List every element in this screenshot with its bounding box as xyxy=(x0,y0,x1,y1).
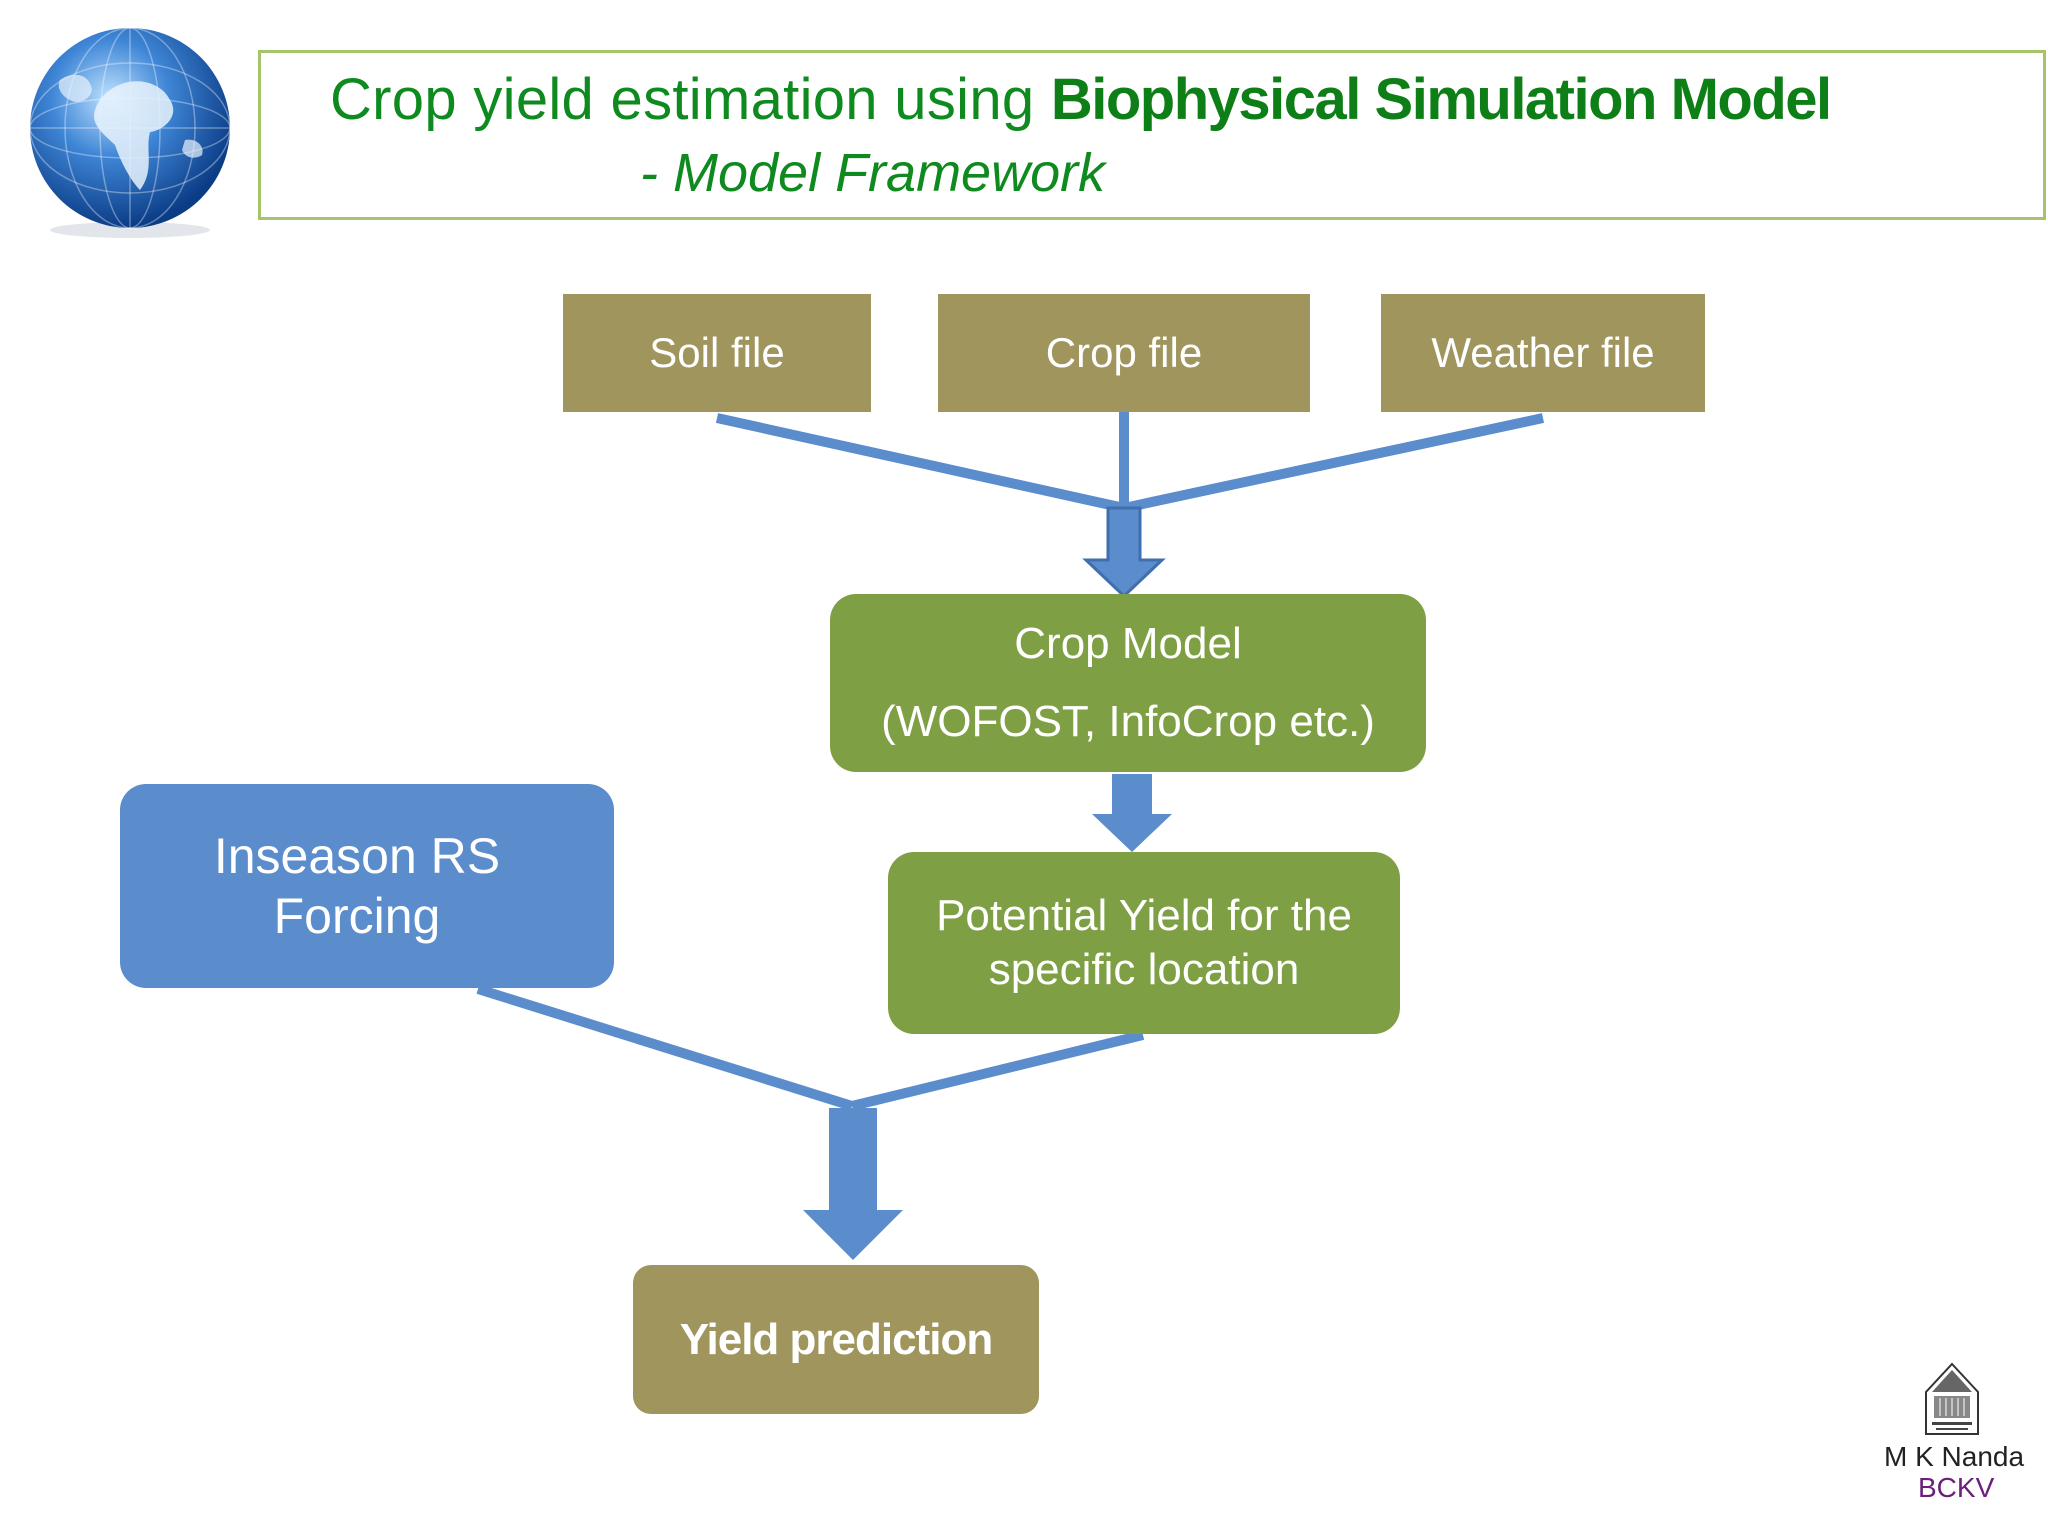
yield-prediction-label: Yield prediction xyxy=(679,1314,993,1364)
weather-file-label: Weather file xyxy=(1431,329,1655,376)
potential-connector xyxy=(850,1030,1145,1111)
author-organization: BCKV xyxy=(1918,1472,1995,1503)
rs-forcing-box: Inseason RS Forcing xyxy=(120,784,614,988)
weather-file-box: Weather file xyxy=(1381,294,1705,412)
soil-file-label: Soil file xyxy=(649,329,785,376)
page-subtitle: - Model Framework xyxy=(640,143,1106,203)
potential-yield-box: Potential Yield for the specific locatio… xyxy=(888,852,1400,1034)
university-logo-icon xyxy=(1925,1362,1979,1435)
arrow-to-potential-yield xyxy=(1092,774,1172,852)
crop-model-title: Crop Model xyxy=(1014,619,1242,668)
rs-forcing-line2: Forcing xyxy=(273,888,441,944)
soil-file-box: Soil file xyxy=(563,294,871,412)
potential-yield-line2: specific location xyxy=(988,945,1300,994)
page-title: Crop yield estimation using Biophysical … xyxy=(330,66,1832,133)
title-frame xyxy=(258,50,2046,220)
weather-connector xyxy=(1122,413,1545,513)
arrow-to-yield-prediction xyxy=(803,1108,903,1260)
yield-prediction-box: Yield prediction xyxy=(633,1265,1039,1414)
crop-model-examples: (WOFOST, InfoCrop etc.) xyxy=(881,697,1375,746)
author-name: M K Nanda xyxy=(1884,1441,2025,1472)
title-prefix: Crop yield estimation using xyxy=(330,67,1051,132)
rs-connector xyxy=(476,984,854,1111)
globe-icon xyxy=(29,27,231,238)
soil-connector xyxy=(715,413,1126,513)
arrow-to-crop-model xyxy=(1082,506,1166,599)
potential-yield-line1: Potential Yield for the xyxy=(936,891,1352,940)
crop-file-box: Crop file xyxy=(938,294,1310,412)
title-emphasis: Biophysical Simulation Model xyxy=(1050,67,1832,132)
rs-forcing-line1: Inseason RS xyxy=(213,828,501,884)
crop-file-label: Crop file xyxy=(1045,329,1203,376)
crop-model-box: Crop Model (WOFOST, InfoCrop etc.) xyxy=(830,594,1426,772)
